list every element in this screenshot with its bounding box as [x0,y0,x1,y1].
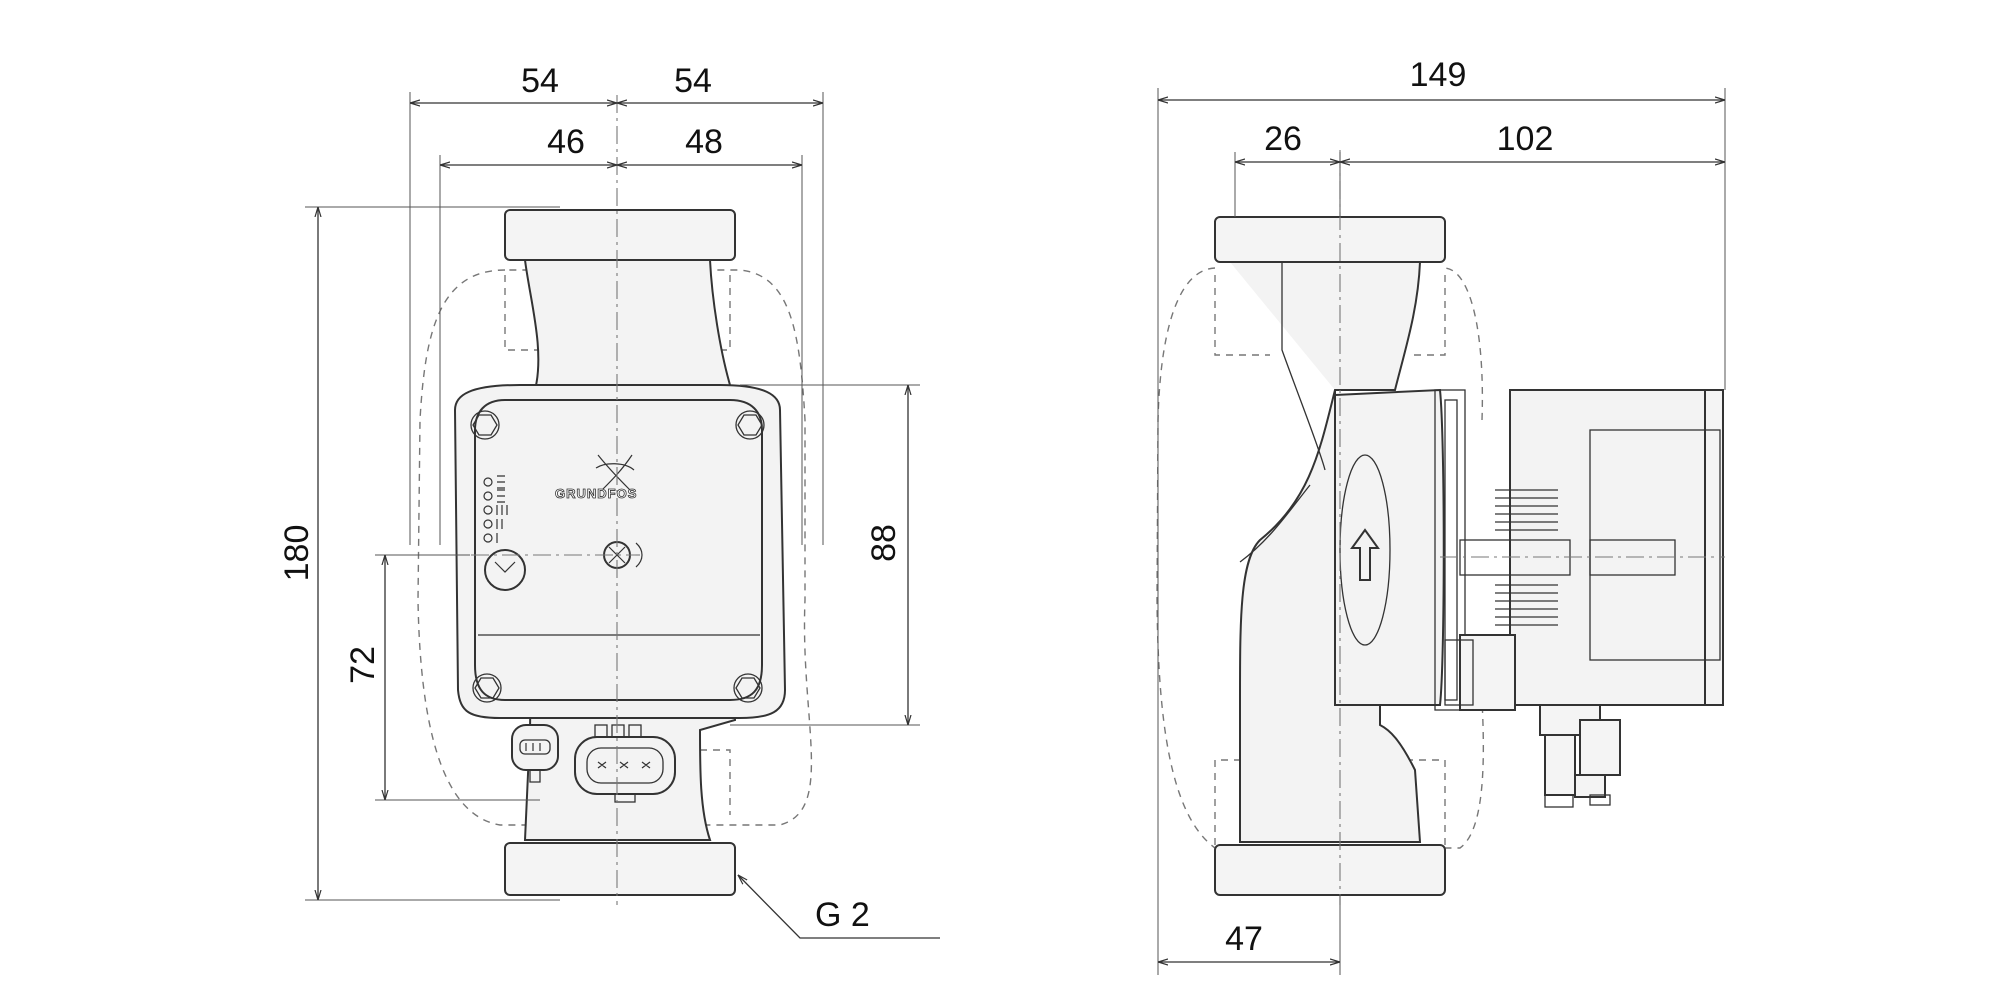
flow-direction-arrow-icon [1350,528,1380,581]
side-terminal-block [1459,634,1516,711]
dim-inner-left: 46 [547,123,585,161]
side-hidden-outline [1156,267,1485,849]
side-box-edge [1434,389,1466,711]
mode-button-icon [484,549,526,591]
front-control-panel [474,399,763,701]
side-terminal-plate [1444,639,1474,706]
side-top-flange [1214,216,1446,263]
front-screw-bottom-right [733,673,763,703]
speed-indicator-icons [483,475,508,543]
side-hidden-port-bottom-right [1410,759,1446,845]
power-connector-small [511,724,559,783]
side-hidden-port-top [1214,275,1270,356]
front-bottom-flange [504,842,736,896]
side-pump-housing [1230,261,1422,843]
front-top-flange [504,209,736,261]
side-motor-stator [1509,389,1721,706]
dim-box-height: 88 [865,524,903,562]
front-screw-top-left [470,410,500,440]
side-box-inner-edge [1444,399,1458,701]
front-hidden-port-bottom-right [700,749,731,815]
dim-lower-height: 72 [344,646,382,684]
brand-label: GRUNDFOS [555,486,637,501]
side-connector [1539,704,1621,808]
front-view: GRUNDFOS [278,62,940,939]
front-hidden-outline [417,269,813,826]
dim-width-right: 54 [674,62,712,100]
front-extension-lines [305,92,920,901]
dim-inner-right: 48 [685,123,723,161]
side-bottom-flange [1214,844,1446,896]
thread-leader-line [738,875,940,939]
dim-flange-offset: 26 [1264,120,1302,158]
side-cooling-ribs [1495,489,1558,626]
dim-motor-length: 102 [1497,120,1554,158]
dim-width-left: 54 [521,62,559,100]
side-hidden-port-top-right [1410,275,1446,356]
thread-label: G 2 [815,896,870,934]
dim-total-height: 180 [278,525,316,582]
dim-bottom-offset: 47 [1225,920,1263,958]
power-connector-large [574,724,676,803]
side-flow-disc [1339,454,1391,646]
side-motor-end-cap [1704,389,1724,706]
front-screw-bottom-left [472,673,502,703]
side-inner-channel [1239,262,1326,563]
side-view: 149 26 102 47 [1156,56,1726,975]
front-screw-top-right [735,410,765,440]
dim-total-length: 149 [1410,56,1467,94]
